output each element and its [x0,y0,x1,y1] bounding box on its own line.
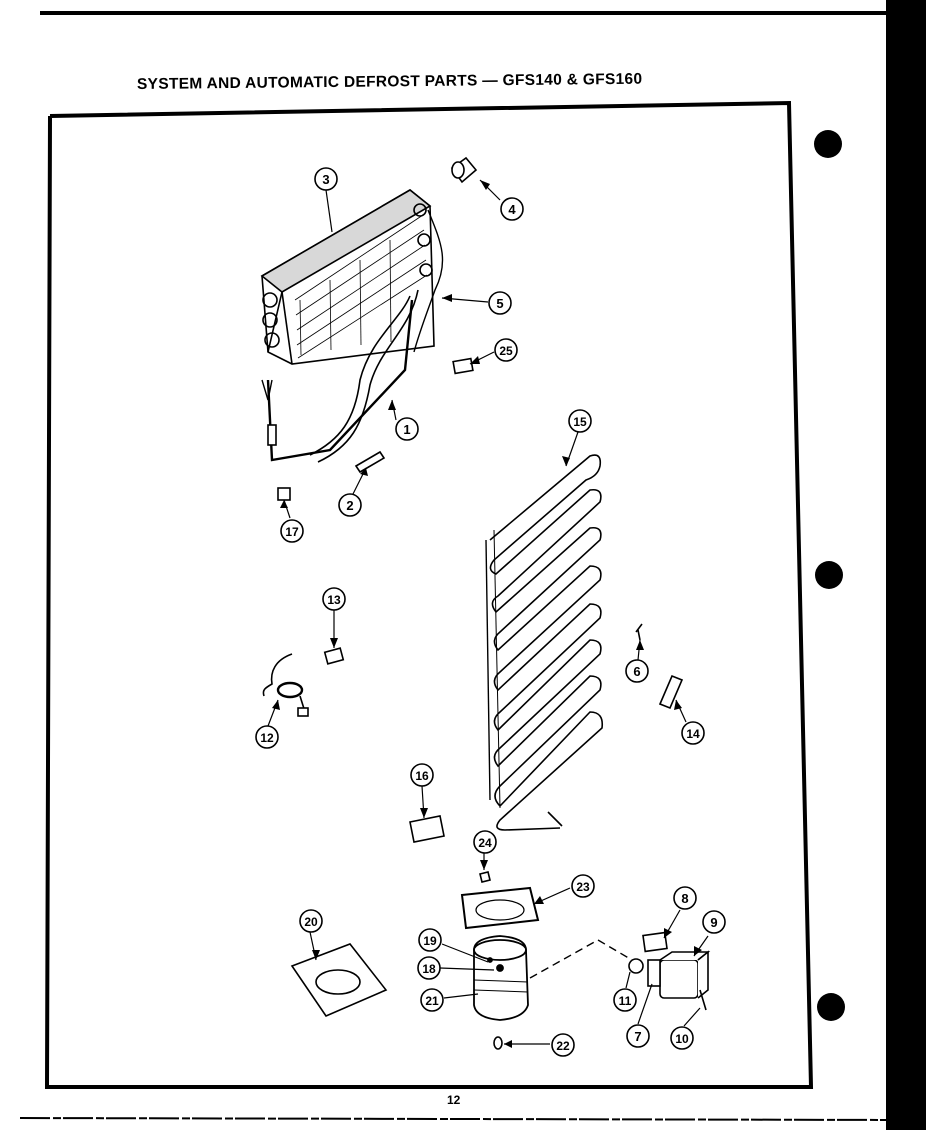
callout-16: 16 [410,763,434,787]
svg-text:19: 19 [423,934,437,948]
svg-text:20: 20 [304,915,318,929]
callout-15: 15 [568,409,592,433]
callout-23: 23 [571,874,595,898]
screw-part-6 [635,623,643,641]
callout-21: 21 [420,988,444,1012]
binder-hole-icon [817,993,845,1021]
condenser-coil-illustration [485,454,604,831]
svg-text:18: 18 [422,962,436,976]
svg-text:24: 24 [478,836,492,850]
callout-10: 10 [670,1026,694,1050]
svg-text:2: 2 [346,498,353,513]
callout-7: 7 [626,1024,650,1048]
clip-part-17 [277,487,291,501]
svg-text:9: 9 [710,915,717,930]
connector-part-25 [452,357,474,375]
svg-text:15: 15 [573,415,587,429]
bracket-part-16 [409,815,445,843]
callout-17: 17 [280,519,304,543]
svg-text:21: 21 [425,994,439,1008]
svg-text:14: 14 [686,727,700,741]
callouts: 3 4 5 25 1 2 17 15 13 12 6 14 16 24 23 2… [255,167,726,1057]
wire-harness-part-12 [262,653,309,717]
drain-tube-part-14 [658,674,684,710]
svg-text:17: 17 [285,525,299,539]
svg-text:22: 22 [556,1039,570,1053]
callout-5: 5 [488,291,512,315]
svg-text:25: 25 [499,344,513,358]
callout-14: 14 [681,721,705,745]
svg-text:5: 5 [496,296,503,311]
callout-3: 3 [314,167,338,191]
grommet-part-22 [493,1036,503,1050]
clip-part-13 [323,647,345,665]
tube-part-2 [354,450,386,474]
callout-11: 11 [613,988,637,1012]
callout-19: 19 [418,928,442,952]
binder-hole-icon [815,561,843,589]
svg-text:10: 10 [675,1032,689,1046]
callout-8: 8 [673,886,697,910]
dashed-assembly-line [597,939,633,961]
svg-text:13: 13 [327,593,341,607]
nut-part-24 [479,871,491,883]
svg-text:11: 11 [619,994,632,1008]
callout-12: 12 [255,725,279,749]
diagram-frame [44,100,814,1089]
svg-text:1: 1 [403,422,410,437]
callout-9: 9 [702,910,726,934]
base-plate-part-20 [290,943,388,1017]
compressor-illustration [473,935,529,1021]
page-number: 12 [447,1093,461,1107]
svg-text:3: 3 [322,172,329,187]
bottom-rule [19,1117,901,1121]
svg-text:4: 4 [508,202,516,217]
callout-20: 20 [299,909,323,933]
callout-1: 1 [395,417,419,441]
callout-4: 4 [500,197,524,221]
callout-18: 18 [417,956,441,980]
relay-assembly-illustration [628,931,711,1011]
callout-6: 6 [625,659,649,683]
svg-text:7: 7 [634,1029,641,1044]
dashed-assembly-line [529,939,599,979]
binder-hole-icon [814,130,842,158]
callout-22: 22 [551,1033,575,1057]
evaporator-illustration [260,189,444,463]
svg-text:8: 8 [681,891,688,906]
callout-24: 24 [473,830,497,854]
drain-pan-part-23 [460,886,540,930]
callout-25: 25 [494,338,518,362]
callout-13: 13 [322,587,346,611]
clip-part-4 [450,156,478,184]
svg-text:6: 6 [633,664,640,679]
svg-text:16: 16 [415,769,429,783]
svg-text:23: 23 [576,880,590,894]
svg-text:12: 12 [260,731,274,745]
callout-2: 2 [338,493,362,517]
leader-arrowheads [272,180,702,1048]
